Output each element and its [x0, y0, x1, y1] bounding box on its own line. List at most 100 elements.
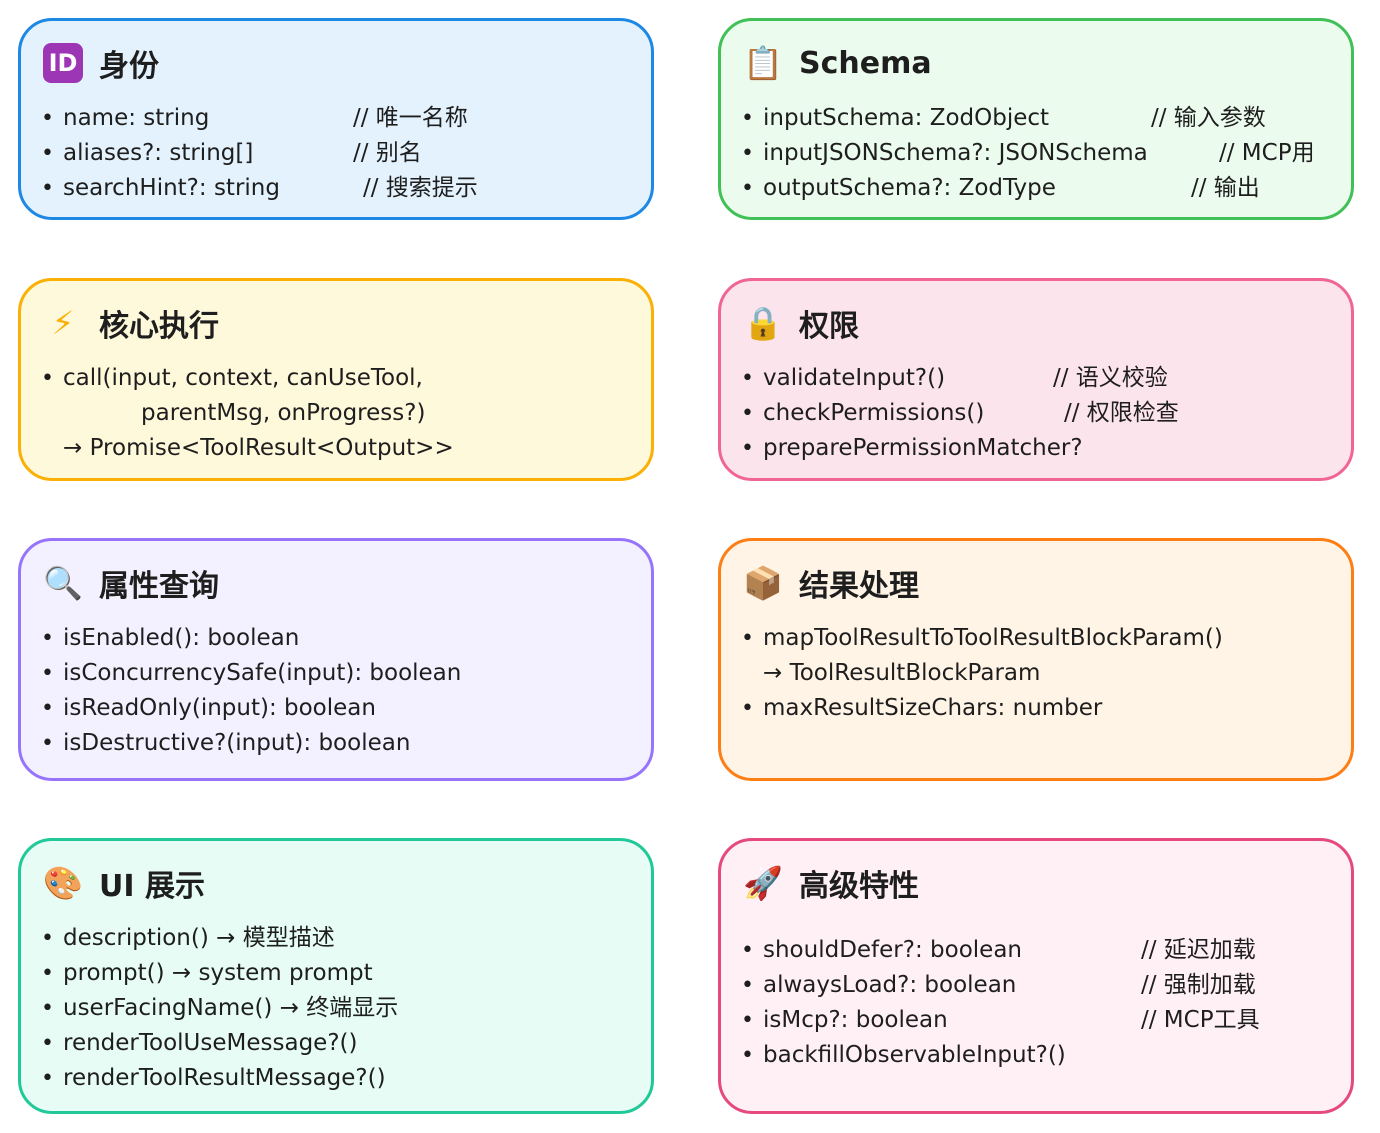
bullet: •	[741, 626, 754, 651]
text: 身份	[99, 49, 159, 84]
card-results: 📦 结果处理 • mapToolResultToToolResultBlockPa…	[718, 538, 1354, 781]
bullet: •	[41, 696, 54, 721]
bullet: •	[41, 926, 54, 951]
bullet: •	[41, 961, 54, 986]
list-item: • maxResultSizeChars: number	[741, 691, 1341, 726]
text: renderToolUseMessage?()	[63, 1030, 358, 1056]
card-properties: 🔍 属性查询 • isEnabled(): boolean • isConcurre…	[18, 538, 654, 781]
list-item: •shouldDefer?: boolean// 延迟加载	[741, 933, 1341, 968]
bullet: •	[41, 626, 54, 651]
text: Schema	[799, 45, 932, 81]
comment-text: // 延迟加载	[1141, 937, 1256, 963]
lightning-icon: ⚡	[51, 304, 75, 342]
bullet: •	[41, 661, 54, 686]
list-item: • isMcp?: boolean // MCP工具	[741, 1003, 1341, 1038]
text: backfillObservableInput?()	[763, 1042, 1066, 1068]
palette-icon: 🎨	[43, 864, 83, 902]
text: maxResultSizeChars: number	[763, 695, 1103, 721]
text: parentMsg, onProgress?)	[141, 400, 426, 426]
bullet: •	[41, 731, 54, 756]
lock-icon: 🔒	[743, 304, 783, 342]
text: preparePermissionMatcher?	[763, 435, 1083, 461]
text: shouldDefer?: boolean	[763, 937, 1022, 963]
list-item: •outputSchema?: ZodType// 输出	[741, 171, 1341, 206]
comment-text: // 输入参数	[1151, 105, 1266, 131]
list-item: → ToolResultBlockParam	[741, 656, 1341, 691]
card-title: 🎨 UI 展示	[41, 861, 205, 905]
bullet: •	[741, 436, 754, 461]
comment-text: // MCP工具	[1141, 1007, 1260, 1033]
list-item: •validateInput?()// 语义校验	[741, 361, 1341, 396]
bullet: •	[741, 366, 754, 391]
list-item: • mapToolResultToToolResultBlockParam()	[741, 621, 1341, 656]
bullet: •	[741, 1043, 754, 1068]
bullet: •	[741, 973, 754, 998]
text: UI 展示	[99, 869, 205, 904]
list-item: • preparePermissionMatcher?	[741, 431, 1341, 466]
card-execution: ⚡ 核心执行 • call(input, context, canUseTool,…	[18, 278, 654, 481]
bullet: •	[741, 696, 754, 721]
bullet: •	[41, 141, 54, 166]
list-item: •checkPermissions()// 权限检查	[741, 396, 1341, 431]
list-item: • alwaysLoad?: boolean // 强制加载	[741, 968, 1341, 1003]
card-title: ⚡ 核心执行	[41, 301, 219, 345]
text: renderToolResultMessage?()	[63, 1065, 386, 1091]
text: 属性查询	[99, 569, 219, 604]
text: isMcp?: boolean	[763, 1007, 948, 1033]
list-item: • isDestructive?(input): boolean	[41, 726, 641, 761]
card-title: 📋 Schema	[741, 41, 932, 85]
list-item: • prompt() → system prompt	[41, 956, 641, 991]
list-item: •description() → 模型描述	[41, 921, 641, 956]
text: userFacingName() → 终端显示	[63, 995, 399, 1021]
text: 核心执行	[99, 309, 219, 344]
list-item: •renderToolResultMessage?()	[41, 1061, 641, 1096]
text: call(input, context, canUseTool,	[63, 365, 423, 391]
magnifier-icon: 🔍	[43, 564, 83, 602]
list-item: parentMsg, onProgress?)	[41, 396, 641, 431]
list-item: •name: string// 唯一名称	[41, 101, 641, 136]
card-title: 🔒 权限	[741, 301, 859, 345]
comment-text: // 强制加载	[1141, 972, 1256, 998]
card-title: 📦 结果处理	[741, 561, 919, 605]
list-item: • userFacingName() → 终端显示	[41, 991, 641, 1026]
bullet: •	[41, 106, 54, 131]
text: → ToolResultBlockParam	[763, 660, 1041, 686]
text: isEnabled(): boolean	[63, 625, 300, 651]
text: 权限	[799, 309, 859, 344]
list-item: • inputSchema: ZodObject // 输入参数	[741, 101, 1341, 136]
comment-text: // MCP用	[1219, 140, 1315, 166]
text: isDestructive?(input): boolean	[63, 730, 411, 756]
list-item: • isConcurrencySafe(input): boolean	[41, 656, 641, 691]
list-item: •searchHint?: string// 搜索提示	[41, 171, 641, 206]
text: inputSchema: ZodObject	[763, 105, 1050, 131]
card-schema: 📋 Schema •inputSchema: ZodObject// 输入参数 …	[718, 18, 1354, 220]
comment-text: // 搜索提示	[363, 175, 478, 201]
list-item: •aliases?: string[]// 别名	[41, 136, 641, 171]
card-ui: 🎨 UI 展示 •description() → 模型描述 • prompt() …	[18, 838, 654, 1114]
card-title: 🚀 高级特性	[741, 861, 919, 905]
text: isConcurrencySafe(input): boolean	[63, 660, 462, 686]
bullet: •	[41, 996, 54, 1021]
bullet: •	[741, 1008, 754, 1033]
text: alwaysLoad?: boolean	[763, 972, 1017, 998]
text: 结果处理	[799, 569, 919, 604]
text: aliases?: string[]	[63, 140, 254, 166]
list-item: • backfillObservableInput?()	[741, 1038, 1341, 1073]
bullet: •	[741, 141, 754, 166]
bullet: •	[41, 1031, 54, 1056]
text: inputJSONSchema?: JSONSchema	[763, 140, 1148, 166]
bullet: •	[741, 106, 754, 131]
card-advanced: 🚀 高级特性 • shouldDefer?: boolean // 延迟加载 • al…	[718, 838, 1354, 1114]
list-item: •isReadOnly(input): boolean	[41, 691, 641, 726]
bullet: •	[741, 176, 754, 201]
text: mapToolResultToToolResultBlockParam()	[763, 625, 1223, 651]
clipboard-icon: 📋	[743, 44, 783, 82]
list-item: • call(input, context, canUseTool,	[41, 361, 641, 396]
package-icon: 📦	[743, 564, 783, 602]
card-permissions: 🔒 权限 •validateInput?()// 语义校验 •checkPerm…	[718, 278, 1354, 481]
id-icon: ID	[41, 41, 85, 85]
text: 高级特性	[799, 869, 919, 904]
text: prompt() → system prompt	[63, 960, 373, 986]
list-item: • isEnabled(): boolean	[41, 621, 641, 656]
bullet: •	[41, 366, 54, 391]
